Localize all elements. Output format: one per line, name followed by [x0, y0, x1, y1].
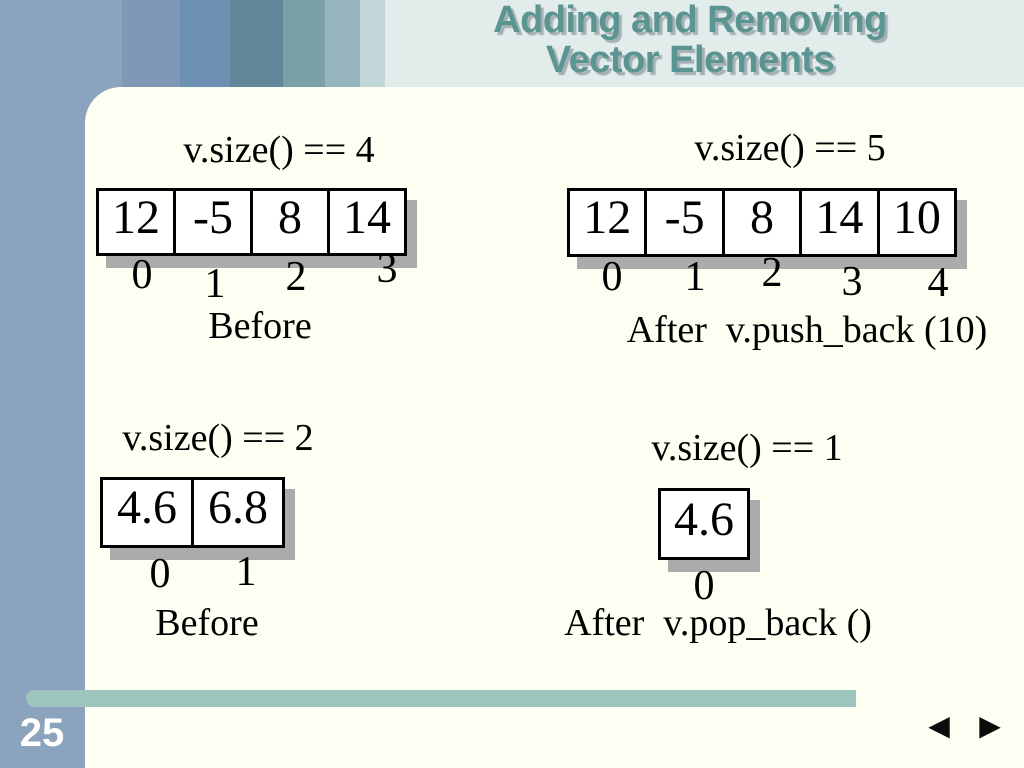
diagram-label: After v.pop_back () — [564, 602, 872, 644]
vector-size-caption: v.size() == 5 — [694, 127, 886, 169]
index-label: 0 — [131, 252, 153, 298]
vector-size-caption: v.size() == 1 — [651, 427, 843, 469]
header-stripe — [360, 0, 385, 87]
index-label: 1 — [235, 549, 257, 595]
array-cell: -5 — [173, 191, 250, 253]
header-stripe — [180, 0, 230, 87]
header-stripe — [325, 0, 360, 87]
title-line-2: Vector Elements — [545, 39, 835, 81]
array-cell: 8 — [721, 191, 799, 254]
index-label: 3 — [376, 246, 398, 292]
array-cell: 14 — [799, 191, 876, 254]
array-cell: 14 — [327, 191, 404, 253]
index-label: 2 — [761, 250, 783, 296]
index-label: 0 — [149, 551, 171, 597]
vector-size-caption: v.size() == 4 — [183, 129, 375, 171]
vector-size-caption: v.size() == 2 — [122, 417, 314, 459]
index-label: 4 — [927, 260, 949, 306]
diagram-label: Before — [155, 602, 259, 644]
index-label: 3 — [841, 259, 863, 305]
array-cell: 4.6 — [674, 492, 734, 546]
array-cell: 10 — [876, 191, 954, 254]
page-number: 25 — [19, 711, 65, 755]
previous-slide-icon[interactable]: ◀ — [928, 709, 950, 742]
next-slide-icon[interactable]: ▶ — [979, 709, 1001, 742]
vector-box-before-pop: 4.6 6.8 — [100, 477, 285, 548]
vector-box-before-push: 12 -5 8 14 — [96, 188, 407, 256]
diagram-label: Before — [208, 305, 312, 347]
array-cell: -5 — [644, 191, 721, 254]
array-cell: 12 — [112, 190, 160, 244]
index-label: 1 — [204, 261, 226, 307]
index-label: 2 — [285, 254, 307, 300]
array-cell: 6.8 — [191, 480, 282, 545]
array-cell: 12 — [583, 191, 632, 244]
title-line-1: Adding and Removing — [493, 0, 887, 41]
index-label: 0 — [601, 254, 623, 300]
footer-accent-bar — [26, 690, 856, 707]
slide-title: Adding and Removing Vector Elements — [400, 0, 980, 80]
header-stripe — [122, 0, 180, 87]
vector-box-after-push: 12 -5 8 14 10 — [567, 188, 957, 257]
index-label: 1 — [684, 254, 706, 300]
vector-box-after-pop: 4.6 — [658, 488, 750, 560]
array-cell: 8 — [250, 191, 327, 253]
header-background — [385, 0, 1024, 87]
array-cell: 4.6 — [117, 481, 177, 534]
header-stripe — [230, 0, 283, 87]
index-label: 0 — [693, 563, 715, 609]
header-stripe — [283, 0, 325, 87]
diagram-label: After v.push_back (10) — [626, 309, 988, 351]
